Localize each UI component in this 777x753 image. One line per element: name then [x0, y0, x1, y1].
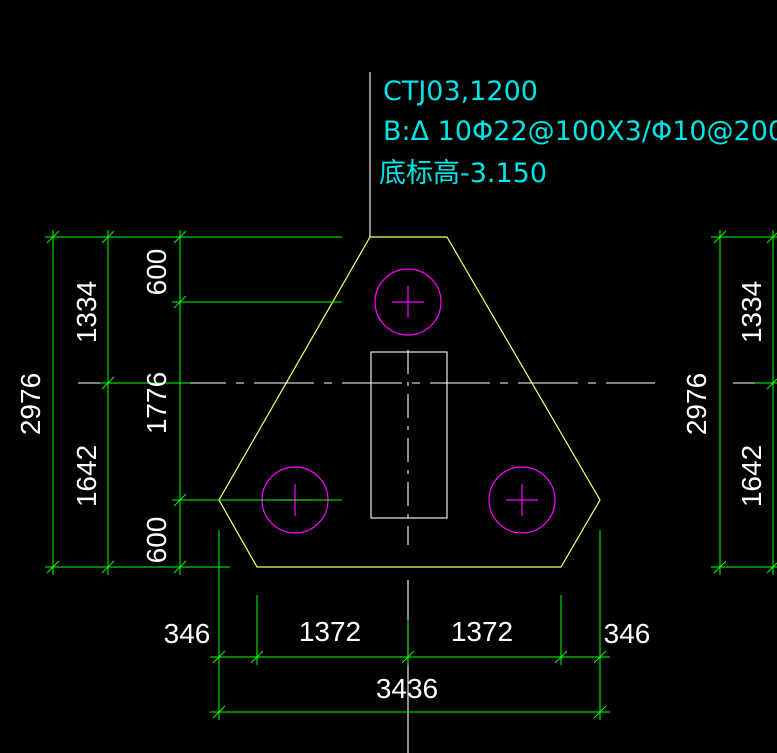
dim-right-lower: 1642: [736, 445, 767, 507]
right-dimensions: [711, 230, 777, 575]
column-outline: [370, 351, 448, 519]
dim-left-upper: 1334: [71, 281, 102, 343]
dim-left-lower: 1642: [71, 445, 102, 507]
dim-bottom-left-edge: 346: [164, 618, 211, 649]
bottom-elevation: 底标高-3.150: [379, 158, 547, 189]
dim-bottom-total: 3436: [376, 673, 438, 704]
left-dimensions: [45, 230, 342, 575]
annotation-block: CTJ03,1200 B:Δ 10Φ22@100X3/Φ10@200 底标高-3…: [379, 76, 777, 189]
dim-bottom-right-edge: 346: [604, 618, 651, 649]
dim-mid-top: 600: [141, 249, 172, 296]
dim-bottom-left-span: 1372: [299, 616, 361, 647]
dim-left-total: 2976: [15, 373, 46, 435]
dim-bottom-right-span: 1372: [451, 616, 513, 647]
reinforcement-spec: B:Δ 10Φ22@100X3/Φ10@200: [383, 116, 777, 147]
bottom-dimensions: [210, 530, 610, 720]
dim-right-upper: 1334: [736, 281, 767, 343]
dim-mid-center: 1776: [141, 372, 172, 434]
dim-right-total: 2976: [681, 373, 712, 435]
pile-bottom-right: [488, 466, 556, 534]
pile-top: [374, 268, 442, 336]
pile-cap-id: CTJ03,1200: [383, 76, 538, 107]
dim-mid-bottom: 600: [141, 517, 172, 564]
